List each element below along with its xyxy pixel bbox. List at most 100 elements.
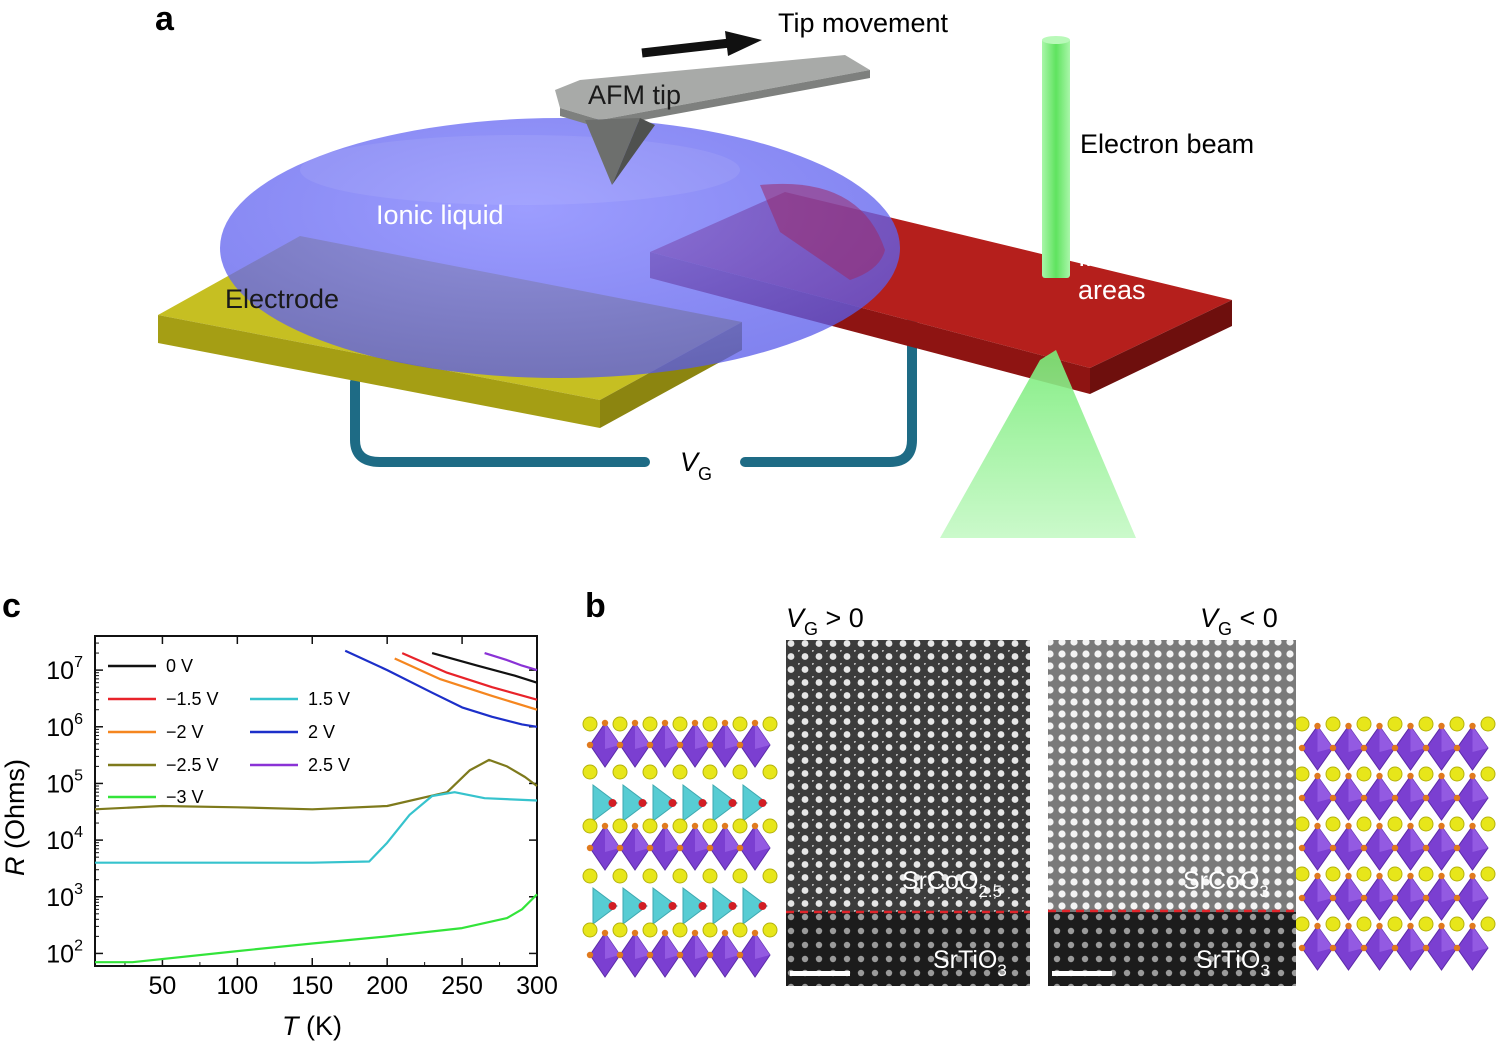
- oxygen-atom: [1469, 872, 1476, 880]
- oxygen-atom-apical: [698, 902, 707, 910]
- octahedron-facet: [1472, 826, 1488, 852]
- octahedron-facet: [1317, 876, 1333, 902]
- oxygen-atom: [1453, 744, 1461, 752]
- oxygen-atom: [1345, 822, 1352, 830]
- sr-atom: [582, 716, 598, 732]
- sr-atom: [1480, 866, 1496, 882]
- sr-atom: [762, 716, 778, 732]
- oxygen-atom: [1391, 794, 1399, 802]
- sr-atom: [762, 818, 778, 834]
- sr-atom: [612, 922, 628, 938]
- oxygen-atom: [1407, 922, 1414, 930]
- tip-movement-arrow: [641, 31, 762, 58]
- gate-voltage-label: VG: [680, 447, 712, 484]
- sr-atom: [702, 868, 718, 884]
- sr-atom: [612, 868, 628, 884]
- sr-atom: [1356, 766, 1372, 782]
- oxygen-atom: [1391, 744, 1399, 752]
- oxygen-atom: [1376, 922, 1383, 930]
- ionic-liquid-label: Ionic liquid: [376, 200, 504, 230]
- octahedron-facet: [695, 826, 710, 852]
- octahedron-facet: [605, 723, 620, 749]
- oxygen-atom: [661, 929, 669, 937]
- oxygen-atom: [601, 822, 609, 830]
- sr-atom: [642, 868, 658, 884]
- panel-b-letter: b: [585, 587, 606, 625]
- oxygen-atom: [1360, 794, 1368, 802]
- octahedron-facet: [1410, 926, 1426, 952]
- panel-a-letter: a: [155, 0, 175, 38]
- octahedron-facet: [695, 933, 710, 959]
- octahedron-facet: [1472, 726, 1488, 752]
- oxygen-atom: [1329, 794, 1337, 802]
- sr-atom: [672, 764, 688, 780]
- oxygen-atom: [646, 951, 654, 959]
- sr-atom: [1418, 716, 1434, 732]
- octahedron-facet: [755, 723, 770, 749]
- octahedron-facet: [1441, 926, 1457, 952]
- oxygen-atom: [706, 951, 714, 959]
- left-substrate-label: SrTiO3: [933, 946, 1007, 980]
- oxygen-atom-apical: [728, 902, 737, 910]
- octahedron-facet: [635, 826, 650, 852]
- oxygen-atom: [1360, 844, 1368, 852]
- oxygen-atom: [1438, 872, 1445, 880]
- oxygen-atom: [1376, 872, 1383, 880]
- imaged-areas-label-2: areas: [1078, 275, 1146, 305]
- sr-atom: [1418, 916, 1434, 932]
- series-line: [394, 657, 538, 711]
- oxygen-atom: [1469, 922, 1476, 930]
- oxygen-atom: [1453, 844, 1461, 852]
- srcoo25-crystal-structure: [582, 716, 778, 978]
- oxygen-atom: [691, 929, 699, 937]
- y-tick-label: 107: [46, 654, 83, 685]
- oxygen-atom: [736, 844, 744, 852]
- electron-beam: [1042, 38, 1070, 278]
- coo4-tetrahedron: [652, 887, 678, 925]
- oxygen-atom: [751, 822, 759, 830]
- octahedron-facet: [1317, 726, 1333, 752]
- electrode-label: Electrode: [225, 284, 339, 314]
- octahedron-facet: [665, 826, 680, 852]
- sr-atom: [582, 922, 598, 938]
- oxygen-atom: [721, 929, 729, 937]
- legend-label: −1.5 V: [166, 689, 219, 709]
- left-film-label: SrCoO2.5: [902, 867, 1002, 901]
- sr-atom: [1387, 866, 1403, 882]
- series-line: [95, 791, 538, 864]
- octahedron-facet: [1441, 726, 1457, 752]
- oxygen-atom: [1345, 772, 1352, 780]
- oxygen-atom: [676, 844, 684, 852]
- tip-movement-label: Tip movement: [778, 8, 949, 38]
- oxygen-atom: [616, 741, 624, 749]
- oxygen-atom: [1298, 744, 1306, 752]
- sr-atom: [732, 764, 748, 780]
- series-line: [95, 893, 538, 964]
- sr-atom: [1449, 766, 1465, 782]
- coo4-tetrahedron: [652, 784, 678, 822]
- x-axis-label: T (K): [282, 1011, 342, 1041]
- series-line: [431, 652, 538, 684]
- sr-atom: [1294, 766, 1310, 782]
- octahedron-facet: [725, 723, 740, 749]
- oxygen-atom-apical: [728, 799, 737, 807]
- coo4-tetrahedron: [592, 784, 618, 822]
- oxygen-atom: [1345, 722, 1352, 730]
- srcoo3-crystal-structure: [1294, 716, 1496, 971]
- octahedron-facet: [725, 826, 740, 852]
- oxygen-atom: [661, 822, 669, 830]
- oxygen-atom-apical: [668, 799, 677, 807]
- oxygen-atom: [1407, 872, 1414, 880]
- oxygen-atom: [706, 844, 714, 852]
- oxygen-atom: [1329, 744, 1337, 752]
- sr-atom: [762, 764, 778, 780]
- oxygen-atom: [1345, 872, 1352, 880]
- y-tick-label: 103: [46, 881, 83, 912]
- octahedron-facet: [1410, 776, 1426, 802]
- oxygen-atom-apical: [608, 799, 617, 807]
- oxygen-atom: [1329, 894, 1337, 902]
- sr-atom: [642, 716, 658, 732]
- octahedron-facet: [605, 826, 620, 852]
